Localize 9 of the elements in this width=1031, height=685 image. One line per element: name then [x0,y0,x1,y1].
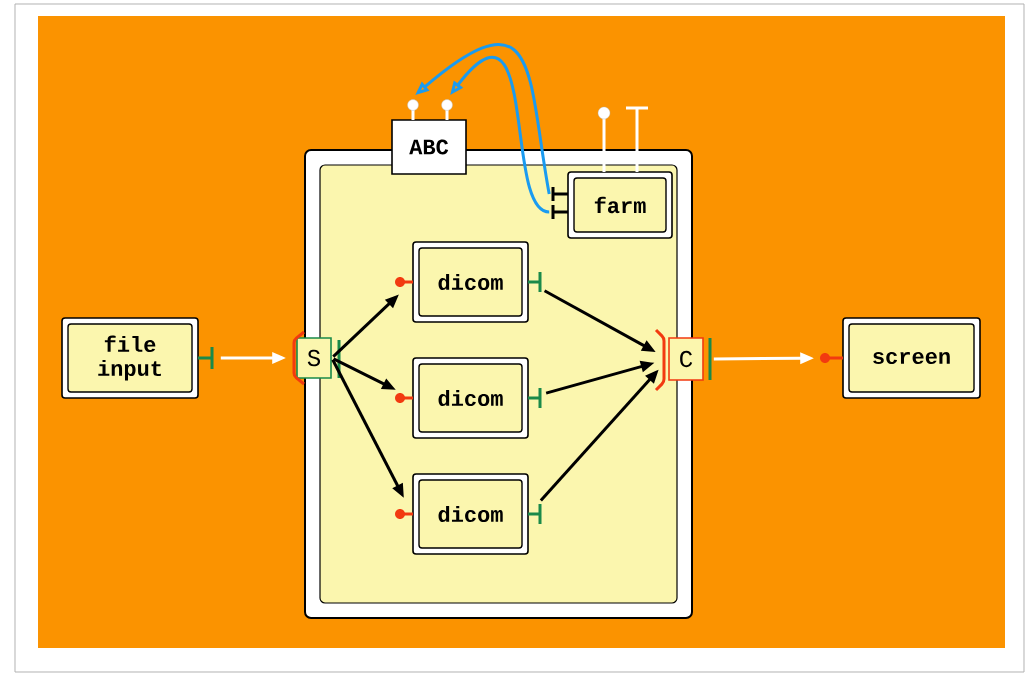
splitter-box: S [296,337,332,379]
collector-box: C [668,337,704,381]
component-box: dicom [412,473,529,555]
component-box: dicom [412,357,529,439]
component-box: dicom [412,241,529,323]
component-box: file input [61,317,199,399]
component-box: screen [842,317,981,399]
component-box: farm [567,171,673,239]
tab-box: ABC [391,119,467,175]
